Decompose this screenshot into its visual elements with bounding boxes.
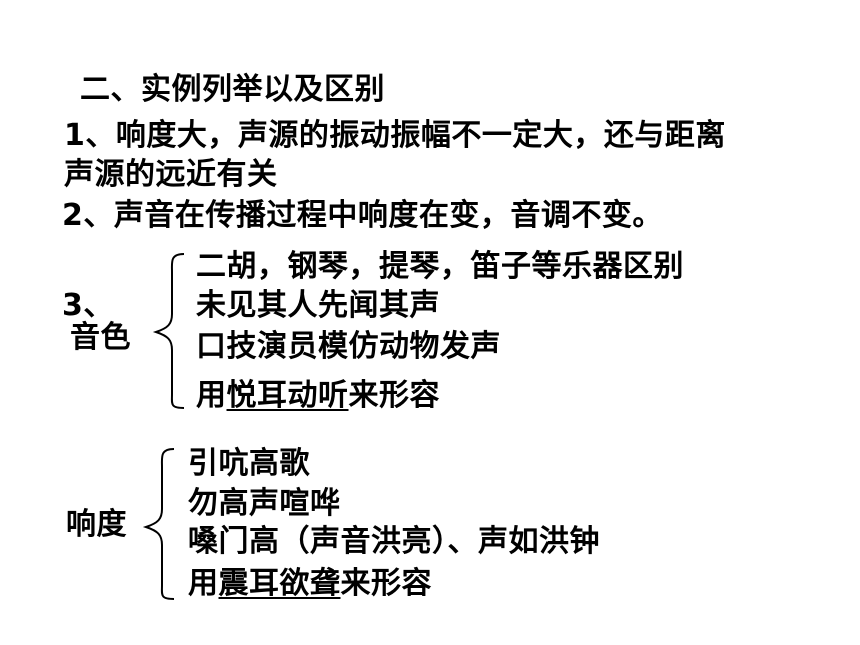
point-1-line-1: 1、响度大，声源的振动振幅不一定大，还与距离: [64, 118, 726, 153]
loudness-item-4-underlined: 震耳欲聋: [218, 566, 341, 601]
timbre-item-1: 二胡，钢琴，提琴，笛子等乐器区别: [196, 249, 684, 284]
timbre-item-4: 用悦耳动听来形容: [196, 378, 440, 414]
timbre-label: 音色: [70, 320, 131, 355]
point-1-line-2: 声源的远近有关: [64, 157, 278, 192]
timbre-item-3: 口技演员模仿动物发声: [196, 329, 501, 364]
loudness-item-4-suffix: 来形容: [340, 566, 432, 601]
section-heading: 二、实例列举以及区别: [80, 72, 385, 107]
loudness-brace: [142, 448, 175, 600]
timbre-item-4-underlined: 悦耳动听: [226, 378, 349, 413]
loudness-item-1: 引吭高歌: [188, 446, 310, 481]
timbre-brace: [152, 253, 185, 409]
point-3-number: 3、: [62, 288, 114, 323]
timbre-item-4-suffix: 来形容: [348, 378, 440, 413]
loudness-label: 响度: [66, 507, 127, 542]
loudness-item-3: 嗓门高（声音洪亮）、声如洪钟: [188, 524, 600, 559]
timbre-item-2: 未见其人先闻其声: [196, 288, 440, 323]
loudness-item-4-prefix: 用: [188, 566, 219, 601]
point-2: 2、声音在传播过程中响度在变，音调不变。: [62, 198, 663, 233]
loudness-item-4: 用震耳欲聋来形容: [188, 566, 432, 602]
timbre-item-4-prefix: 用: [196, 378, 227, 413]
loudness-item-2: 勿高声喧哗: [188, 486, 341, 521]
